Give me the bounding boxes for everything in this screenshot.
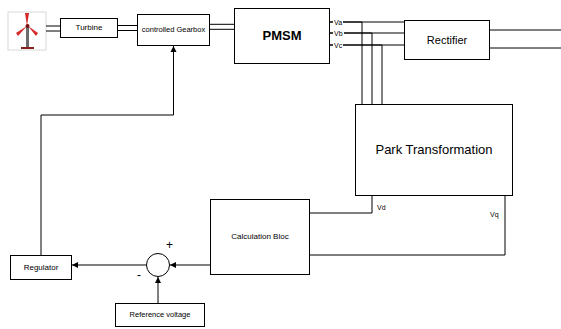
- connector: [155, 277, 161, 303]
- connector-line: [330, 45, 382, 104]
- signal-label: Vq: [489, 210, 500, 219]
- box-label: Calculation Bloc: [231, 232, 288, 241]
- connector-line: [210, 29, 234, 30]
- connector-line: [118, 25, 137, 26]
- connector-line: [330, 33, 372, 104]
- connector: [310, 196, 505, 255]
- signal-label: Va: [333, 18, 343, 27]
- box-label: Reference voltage: [130, 311, 191, 320]
- shaft-lines: [46, 26, 60, 31]
- sign-label: +: [166, 239, 173, 251]
- turbine-box: Turbine: [60, 18, 118, 38]
- wind-turbine-icon: [8, 12, 46, 50]
- signal-label: Vd: [376, 203, 387, 212]
- connector: [310, 196, 372, 213]
- reference-box: Reference voltage: [115, 303, 205, 327]
- rectifier-box: Rectifier: [404, 20, 490, 60]
- box-label: Park Transformation: [375, 143, 492, 158]
- junction-circle: [146, 253, 170, 277]
- connector: [170, 262, 210, 268]
- connector: [330, 33, 372, 104]
- calculation-box: Calculation Bloc: [210, 199, 310, 275]
- connector-line: [310, 196, 505, 255]
- gearbox-box: controlled Gearbox: [137, 14, 210, 46]
- connector: [330, 45, 382, 104]
- connector-line: [210, 24, 234, 25]
- connector: [72, 262, 146, 268]
- connector-line: [330, 22, 362, 104]
- summing-junction: -+: [146, 253, 170, 277]
- signal-label: Vc: [333, 41, 343, 50]
- box-label: controlled Gearbox: [142, 26, 205, 35]
- regulator-box: Regulator: [10, 255, 72, 280]
- connector: [118, 26, 137, 31]
- box-label: Rectifier: [427, 34, 467, 47]
- connector: [41, 46, 177, 255]
- connector: [330, 22, 362, 104]
- connector-line: [41, 46, 174, 255]
- machine-box: PMSM: [234, 8, 330, 64]
- signal-label: Vb: [333, 29, 344, 38]
- connector: [210, 24, 234, 29]
- arrow-head: [170, 262, 176, 268]
- box-label: Regulator: [24, 263, 59, 272]
- box-label: Turbine: [76, 23, 103, 32]
- box-label: PMSM: [263, 29, 302, 44]
- transform-box: Park Transformation: [355, 104, 513, 196]
- connector-line: [310, 196, 372, 213]
- connector-line: [118, 30, 137, 31]
- arrow-head: [72, 262, 78, 268]
- arrow-head: [171, 46, 177, 52]
- rectifier-output-lines: [490, 30, 561, 48]
- connector-line: [72, 265, 146, 266]
- sign-label: -: [137, 269, 141, 281]
- arrow-head: [155, 277, 161, 283]
